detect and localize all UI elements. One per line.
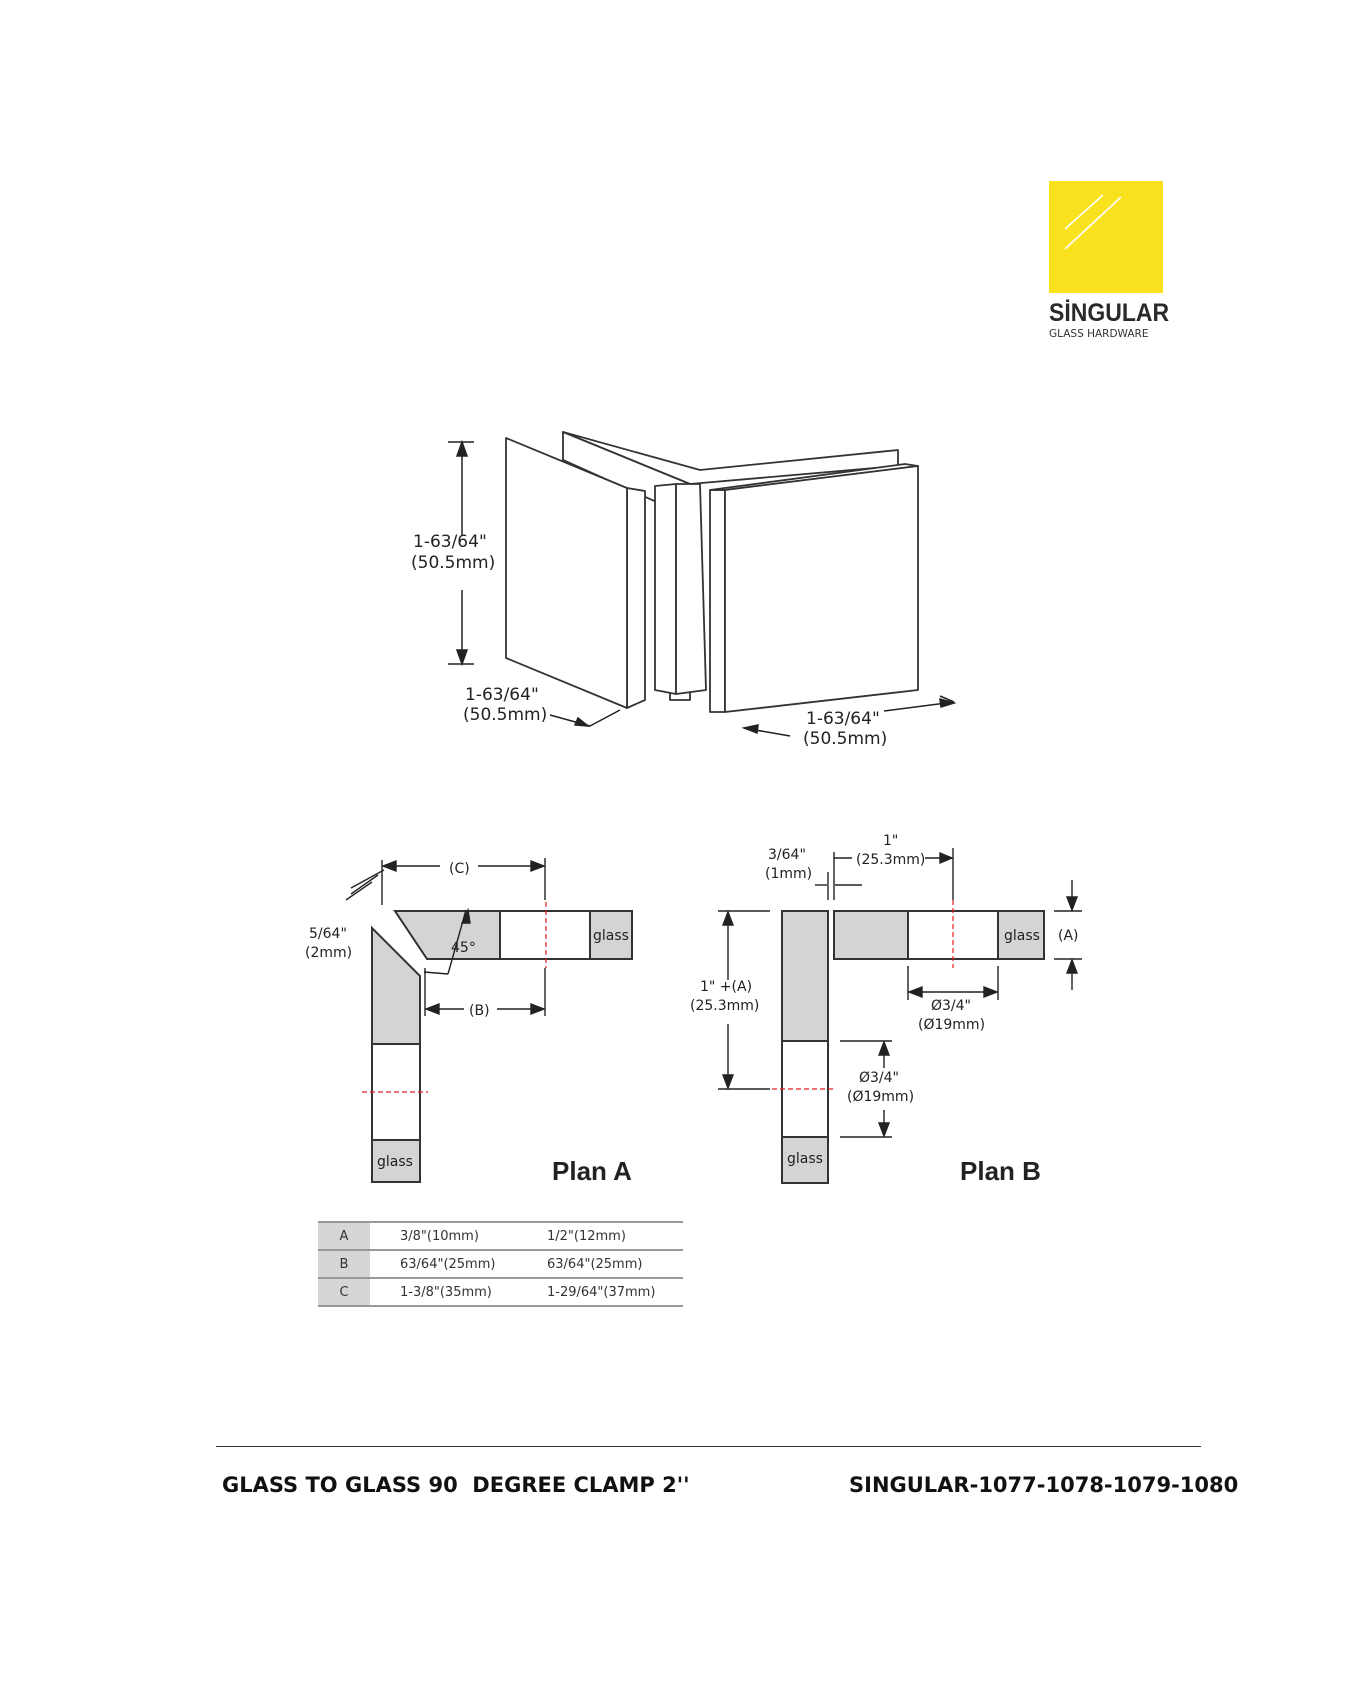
footer-divider — [216, 1446, 1201, 1447]
footer-title: GLASS TO GLASS 90 DEGREE CLAMP 2'' — [222, 1473, 690, 1497]
plan-b-title: Plan B — [960, 1156, 1041, 1186]
iso-left-width-mm: (50.5mm) — [463, 705, 547, 725]
spec-value-2: 1/2"(12mm) — [541, 1221, 683, 1250]
logo-mark — [1049, 181, 1163, 293]
center-body-right — [675, 483, 707, 695]
plan-b-hole-v-mm: (Ø19mm) — [847, 1089, 914, 1105]
plan-b-glass-vertical — [781, 1136, 829, 1184]
spec-key: A — [318, 1221, 370, 1250]
plan-a-hole-horizontal — [499, 910, 591, 960]
plan-b-hole-h-mm: (Ø19mm) — [918, 1017, 985, 1033]
spec-value-2: 63/64"(25mm) — [541, 1249, 683, 1278]
brand-name: SİNGULAR — [1049, 299, 1170, 327]
spec-key: B — [318, 1249, 370, 1278]
plan-b-glass-right: glass — [1004, 928, 1040, 944]
plan-b-label-a: (A) — [1058, 928, 1079, 944]
plan-b-glass-bottom: glass — [787, 1151, 823, 1167]
plan-b-gap-mm: (1mm) — [765, 866, 812, 882]
plan-a-title: Plan A — [552, 1156, 632, 1186]
spec-key: C — [318, 1277, 370, 1307]
iso-right-width-in: 1-63/64" — [806, 709, 880, 729]
table-row: C 1-3/8"(35mm) 1-29/64"(37mm) — [318, 1277, 683, 1307]
iso-height-mm: (50.5mm) — [411, 553, 495, 573]
iso-right-width-mm: (50.5mm) — [803, 729, 887, 749]
table-row: B 63/64"(25mm) 63/64"(25mm) — [318, 1249, 683, 1278]
footer-product-code: SINGULAR-1077-1078-1079-1080 — [849, 1473, 1239, 1497]
brand-tagline: GLASS HARDWARE — [1049, 328, 1149, 340]
left-plate — [505, 437, 628, 709]
plan-b-gap-in: 3/64" — [768, 847, 806, 863]
plan-b-height-in: 1" +(A) — [700, 979, 752, 995]
iso-left-width-in: 1-63/64" — [465, 685, 539, 705]
plan-b-glass-horizontal — [997, 910, 1045, 960]
plan-a-glass-right: glass — [593, 928, 629, 944]
plan-b-width-in: 1" — [883, 833, 898, 849]
spec-value-1: 1-3/8"(35mm) — [370, 1277, 541, 1307]
plan-a-gap-in: 5/64" — [309, 926, 347, 942]
spec-value-1: 63/64"(25mm) — [370, 1249, 541, 1278]
table-row: A 3/8"(10mm) 1/2"(12mm) — [318, 1221, 683, 1250]
plan-b-clamp-vertical — [781, 910, 829, 1042]
right-plate — [724, 465, 919, 713]
plan-a-angle: 45° — [451, 940, 476, 956]
spec-table: A 3/8"(10mm) 1/2"(12mm) B 63/64"(25mm) 6… — [318, 1221, 683, 1307]
plan-a-label-b: (B) — [469, 1003, 490, 1019]
spec-value-1: 3/8"(10mm) — [370, 1221, 541, 1250]
plan-b-hole-v-in: Ø3/4" — [859, 1070, 899, 1086]
iso-height-in: 1-63/64" — [413, 532, 487, 552]
plan-a-gap-mm: (2mm) — [305, 945, 352, 961]
plan-b-height-mm: (25.3mm) — [690, 998, 759, 1014]
plan-b-clamp-horizontal — [833, 910, 909, 960]
brand-logo: SİNGULAR GLASS HARDWARE — [1049, 181, 1170, 340]
logo-slash-icon — [1064, 194, 1122, 250]
plan-a-glass-bottom: glass — [377, 1154, 413, 1170]
plan-a-label-c: (C) — [449, 861, 470, 877]
plan-b-width-mm: (25.3mm) — [856, 852, 925, 868]
plan-a-glass-vertical — [371, 1139, 421, 1183]
spec-value-2: 1-29/64"(37mm) — [541, 1277, 683, 1307]
plan-b-hole-h-in: Ø3/4" — [931, 998, 971, 1014]
plan-a-glass-horizontal — [589, 910, 633, 960]
